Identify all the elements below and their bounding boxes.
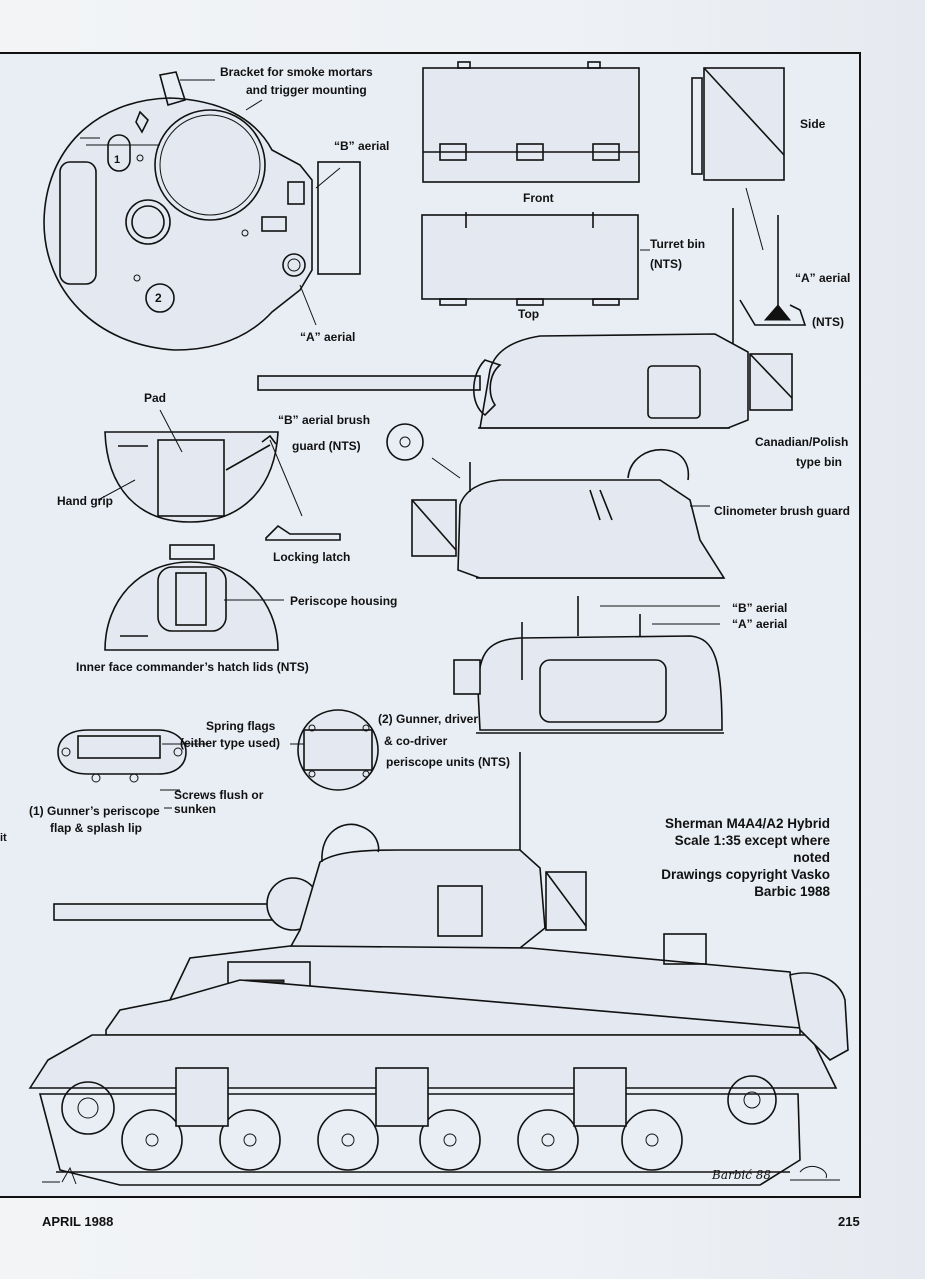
footer-page-number: 215 [838, 1214, 860, 1229]
credit-line-3: noted [793, 850, 830, 865]
label-inner-face: Inner face commander’s hatch lids (NTS) [76, 660, 309, 674]
tank-side-view [28, 752, 849, 1186]
label-gunner-line2: & co-driver [384, 734, 448, 748]
label-spring-line2: (either type used) [180, 736, 281, 750]
label-gunner-line3: periscope units (NTS) [386, 755, 511, 769]
label-flap-line1: (1) Gunner’s periscope [29, 804, 160, 818]
label-turret-bin-line2: (NTS) [650, 257, 682, 271]
hatch-lids [97, 409, 341, 651]
turret-top-view [43, 71, 361, 351]
turret-side-view-2 [386, 423, 726, 579]
label-canadian-line1: Canadian/Polish [755, 435, 849, 449]
aerial-base [732, 187, 807, 345]
label-screws-line1: Screws flush or [174, 788, 264, 802]
label-gunner-line1: (2) Gunner, driver [378, 712, 479, 726]
label-a-aerial-right: “A” aerial [795, 271, 851, 285]
label-b-brush-line1: “B” aerial brush [278, 413, 371, 427]
label-turret-bin-line1: Turret bin [650, 237, 706, 251]
label-spring-line1: Spring flags [206, 719, 276, 733]
label-hand-grip: Hand grip [57, 494, 113, 508]
label-locking-latch: Locking latch [273, 550, 351, 564]
label-b-aerial: “B” aerial [334, 139, 390, 153]
credit-line-5: Barbic 1988 [754, 884, 830, 899]
margin-text-fragment: it [0, 832, 7, 844]
label-front: Front [523, 191, 554, 205]
turret-side-view-3 [453, 596, 724, 734]
drawing-credits: Sherman M4A4/A2 Hybrid Scale 1:35 except… [661, 815, 830, 900]
credit-line-4: Drawings copyright Vasko [661, 867, 830, 882]
label-a-aerial-right2: “A” aerial [732, 617, 788, 631]
label-flap-line2: flap & splash lip [50, 821, 143, 835]
label-number-1: 1 [114, 154, 121, 166]
label-bracket-line1: Bracket for smoke mortars [220, 65, 373, 79]
label-top: Top [518, 307, 540, 321]
label-nts: (NTS) [812, 315, 844, 329]
label-periscope-housing: Periscope housing [290, 594, 398, 608]
credit-line-1: Sherman M4A4/A2 Hybrid [664, 816, 830, 831]
label-a-aerial: “A” aerial [300, 330, 356, 344]
footer-date: APRIL 1988 [42, 1214, 114, 1229]
periscope-details [57, 709, 379, 809]
label-screws-line2: sunken [174, 802, 217, 816]
label-bracket-line2: and trigger mounting [246, 83, 367, 97]
label-number-2: 2 [155, 291, 162, 305]
label-clinometer: Clinometer brush guard [714, 504, 851, 518]
label-b-brush-line2: guard (NTS) [292, 439, 361, 453]
turret-bin-views [421, 61, 785, 306]
artist-signature: Barbić 88 [712, 1168, 772, 1182]
label-side: Side [800, 117, 826, 131]
turret-side-view-1 [257, 333, 793, 429]
label-pad: Pad [144, 391, 167, 405]
credit-line-2: Scale 1:35 except where [674, 833, 830, 848]
label-b-aerial-right: “B” aerial [732, 601, 788, 615]
label-canadian-line2: type bin [796, 455, 843, 469]
